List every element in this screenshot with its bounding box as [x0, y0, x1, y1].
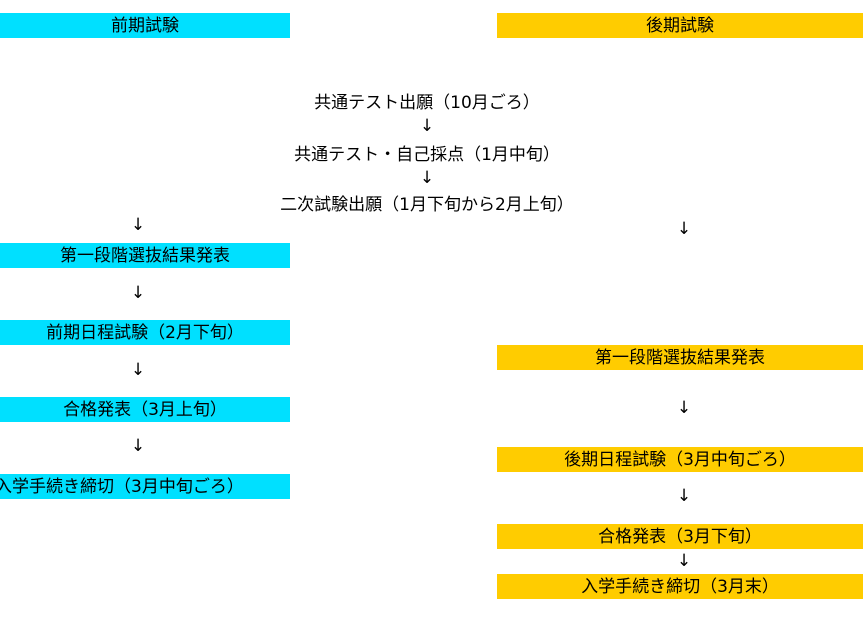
- down-arrow-icon: ↓: [419, 116, 435, 136]
- zenki-step-2: 前期日程試験（2月下旬）: [0, 320, 290, 345]
- common-step-2: 共通テスト・自己採点（1月中旬）: [294, 145, 560, 165]
- kouki-step-3: 合格発表（3月下旬）: [497, 524, 863, 549]
- down-arrow-icon: ↓: [676, 486, 692, 506]
- zenki-step-1: 第一段階選抜結果発表: [0, 243, 290, 268]
- zenki-step-4: 入学手続き締切（3月中旬ごろ）: [0, 474, 290, 499]
- kouki-step-4: 入学手続き締切（3月末）: [497, 574, 863, 599]
- zenki-header: 前期試験: [0, 13, 290, 38]
- down-arrow-icon: ↓: [130, 283, 146, 303]
- zenki-step-3: 合格発表（3月上旬）: [0, 397, 290, 422]
- kouki-step-2: 後期日程試験（3月中旬ごろ）: [497, 447, 863, 472]
- down-arrow-icon: ↓: [130, 360, 146, 380]
- down-arrow-icon: ↓: [676, 398, 692, 418]
- down-arrow-icon: ↓: [676, 219, 692, 239]
- common-step-3: 二次試験出願（1月下旬から2月上旬）: [280, 195, 574, 215]
- kouki-step-1: 第一段階選抜結果発表: [497, 345, 863, 370]
- down-arrow-icon: ↓: [130, 215, 146, 235]
- common-step-1: 共通テスト出願（10月ごろ）: [314, 93, 540, 113]
- kouki-header: 後期試験: [497, 13, 863, 38]
- down-arrow-icon: ↓: [419, 168, 435, 188]
- down-arrow-icon: ↓: [130, 436, 146, 456]
- down-arrow-icon: ↓: [676, 551, 692, 571]
